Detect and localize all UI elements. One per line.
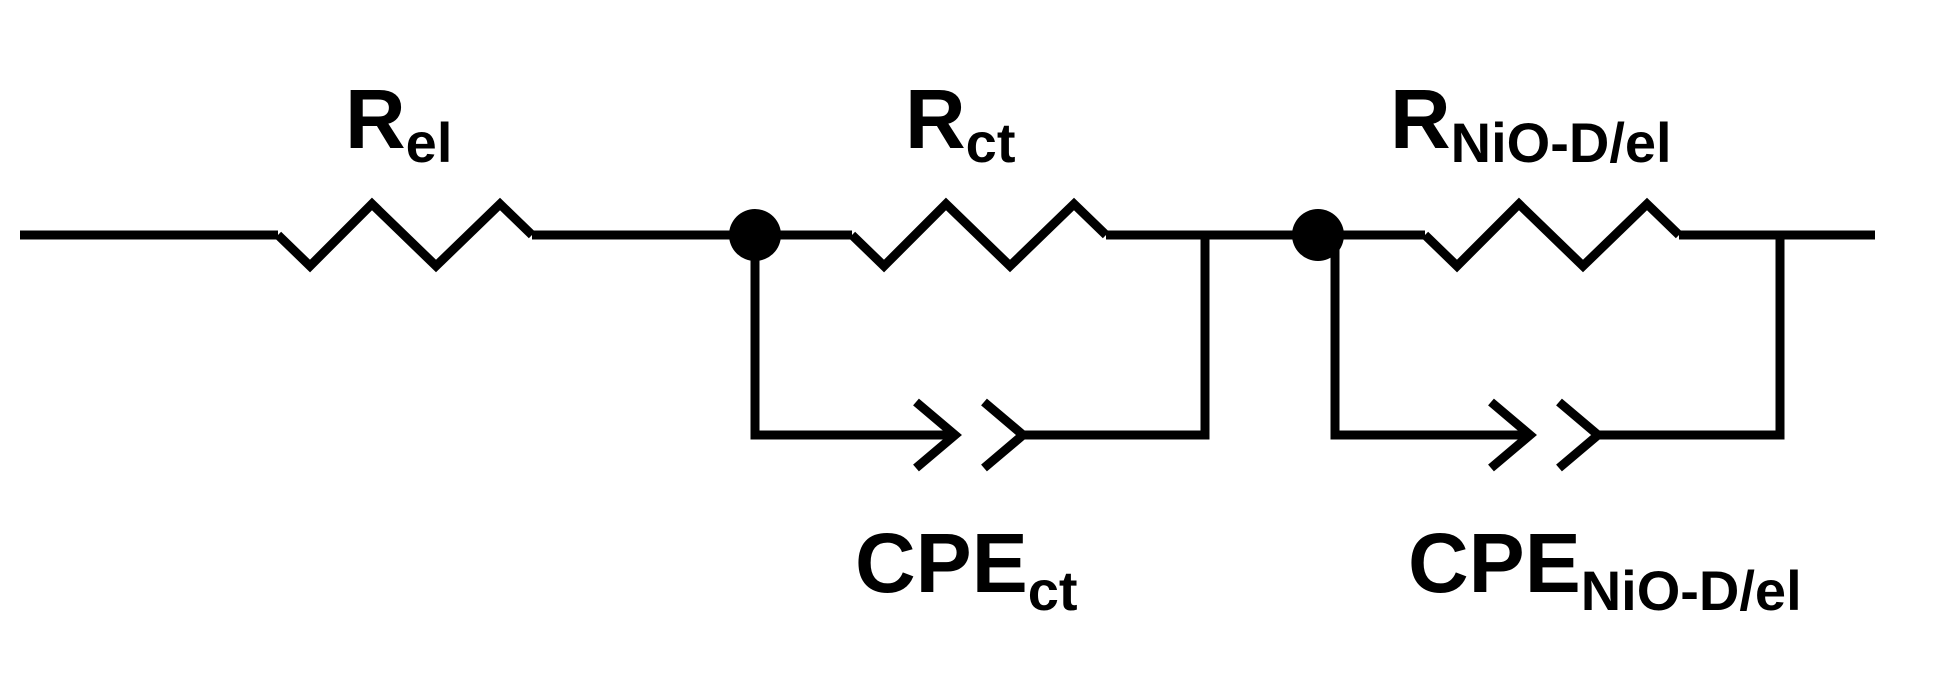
label-r-ct: Rct xyxy=(905,72,1015,174)
junction-node-1 xyxy=(729,209,781,261)
label-r-nio: RNiO-D/el xyxy=(1390,72,1672,174)
label-r-el: Rel xyxy=(345,72,452,174)
wire-block1-right-rise xyxy=(1023,235,1210,440)
wire-block1-left-drop xyxy=(750,235,955,440)
junction-node-2 xyxy=(1292,209,1344,261)
resistor-r-nio xyxy=(1421,197,1683,273)
cpe-ct-plate-left xyxy=(913,398,962,472)
label-cpe-nio: CPENiO-D/el xyxy=(1408,516,1802,622)
label-cpe-ct: CPEct xyxy=(855,516,1078,622)
resistor-r-ct xyxy=(848,197,1110,273)
cpe-nio-plate-left xyxy=(1488,398,1537,472)
resistor-r-el xyxy=(274,197,536,273)
wire-block2-left-drop xyxy=(1330,235,1530,440)
cpe-nio-plate-right xyxy=(1556,398,1605,472)
cpe-ct-plate-right xyxy=(981,398,1030,472)
wire-block2-right-rise xyxy=(1598,235,1785,440)
